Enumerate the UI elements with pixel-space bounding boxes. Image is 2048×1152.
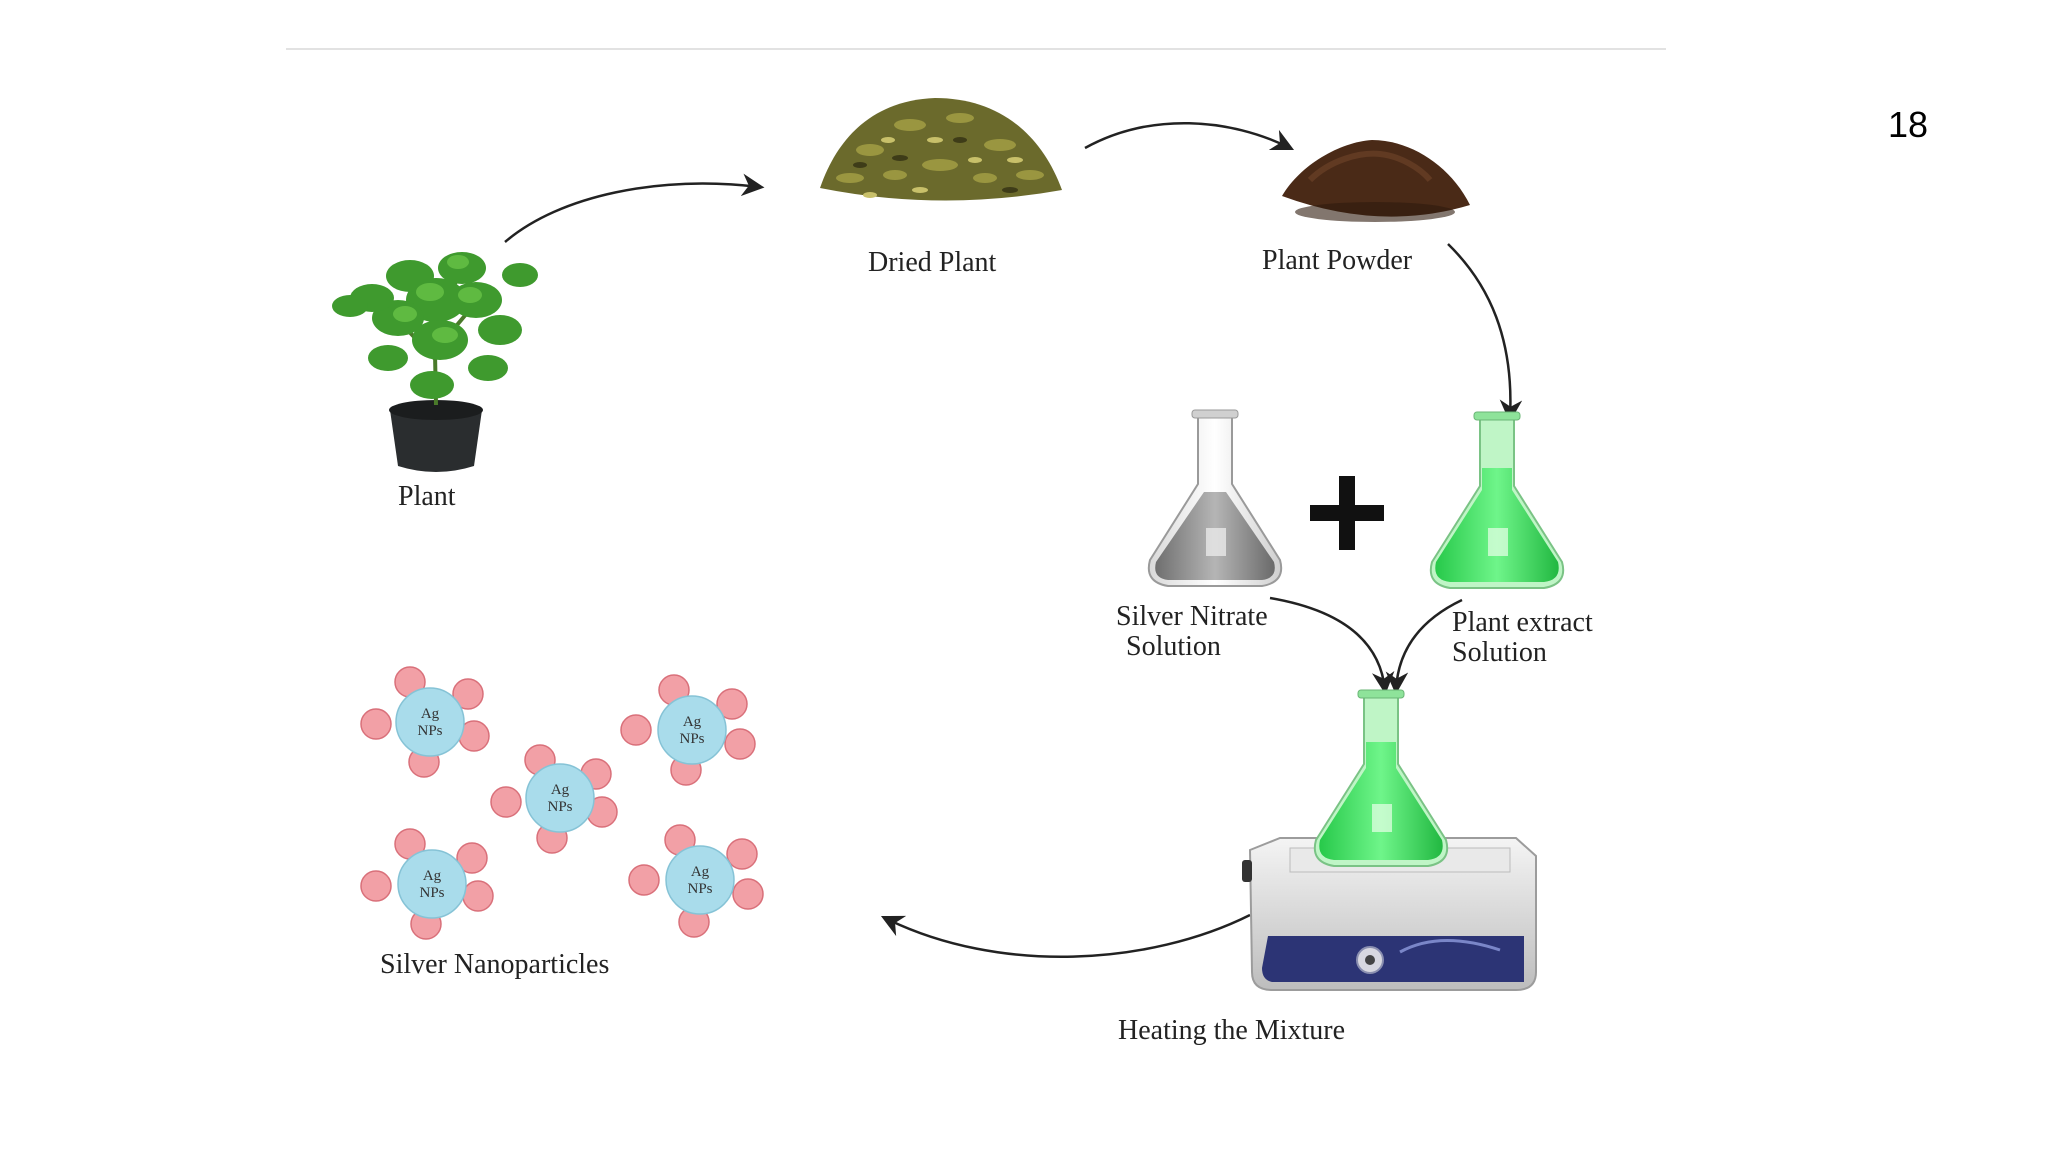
- potted-plant-icon: [332, 252, 538, 472]
- label-plant-extract-line1: Plant extract: [1452, 607, 1593, 638]
- page-number: 18: [1888, 104, 1929, 145]
- nanoparticle-label-nps: NPs: [419, 885, 444, 901]
- label-plant-extract: Plant extract Solution: [1452, 608, 1672, 668]
- label-dried-plant: Dried Plant: [868, 247, 997, 278]
- label-heating: Heating the Mixture: [1118, 1015, 1346, 1046]
- ligand-particle: [716, 688, 748, 720]
- ligand-particle: [620, 714, 652, 746]
- silver-core: [395, 687, 465, 757]
- plant-extract-flask-icon: [1429, 411, 1565, 589]
- nanoparticle-label-ag: Ag: [683, 714, 702, 730]
- nanoparticle-label-ag: Ag: [423, 868, 442, 884]
- ligand-particle: [360, 708, 392, 740]
- plant-powder-icon: [1282, 140, 1470, 222]
- arrow-mixture-to-nanoparticles: [880, 913, 1251, 958]
- ligand-particle: [732, 878, 764, 910]
- label-silver-nitrate-line1: Silver Nitrate: [1116, 601, 1268, 632]
- label-plant-powder: Plant Powder: [1262, 245, 1413, 276]
- mixture-flask-icon: [1313, 689, 1449, 867]
- nanoparticle-label-ag: Ag: [551, 782, 570, 798]
- ligand-particle: [456, 842, 488, 874]
- arrow-plant-to-dried: [504, 173, 765, 243]
- silver-core: [525, 763, 595, 833]
- nanoparticle-label-nps: NPs: [417, 723, 442, 739]
- header-rule: [286, 48, 1666, 50]
- arrow-dried-to-powder: [1084, 121, 1295, 151]
- label-plant: Plant: [398, 481, 456, 512]
- ligand-particle: [724, 728, 756, 760]
- silver-core: [657, 695, 727, 765]
- label-silver-nitrate-line2: Solution: [1126, 631, 1221, 662]
- arrow-silver-to-mixture: [1269, 596, 1395, 695]
- ligand-particle: [360, 870, 392, 902]
- arrow-powder-to-extract: [1447, 243, 1523, 423]
- label-plant-extract-line2: Solution: [1452, 637, 1547, 668]
- label-silver-nanoparticles: Silver Nanoparticles: [380, 949, 610, 980]
- plus-icon: [1310, 476, 1384, 550]
- ligand-particle: [462, 880, 494, 912]
- nanoparticle-label-ag: Ag: [421, 706, 440, 722]
- hot-plate-icon: [1242, 837, 1537, 991]
- silver-core: [665, 845, 735, 915]
- nanoparticle-label-nps: NPs: [547, 799, 572, 815]
- ligand-particle: [628, 864, 660, 896]
- silver-nitrate-flask-icon: [1147, 409, 1283, 587]
- ligand-particle: [726, 838, 758, 870]
- arrow-extract-to-mixture: [1385, 598, 1463, 695]
- label-silver-nitrate: Silver Nitrate Solution: [1116, 602, 1336, 662]
- ligand-particle: [490, 786, 522, 818]
- dried-plant-icon: [820, 98, 1062, 201]
- cropped-caption: [544, 1064, 1364, 1076]
- ligand-particle: [452, 678, 484, 710]
- silver-core: [397, 849, 467, 919]
- nanoparticle-label-nps: NPs: [679, 731, 704, 747]
- nanoparticle-label-ag: Ag: [691, 864, 710, 880]
- nanoparticle-label-nps: NPs: [687, 881, 712, 897]
